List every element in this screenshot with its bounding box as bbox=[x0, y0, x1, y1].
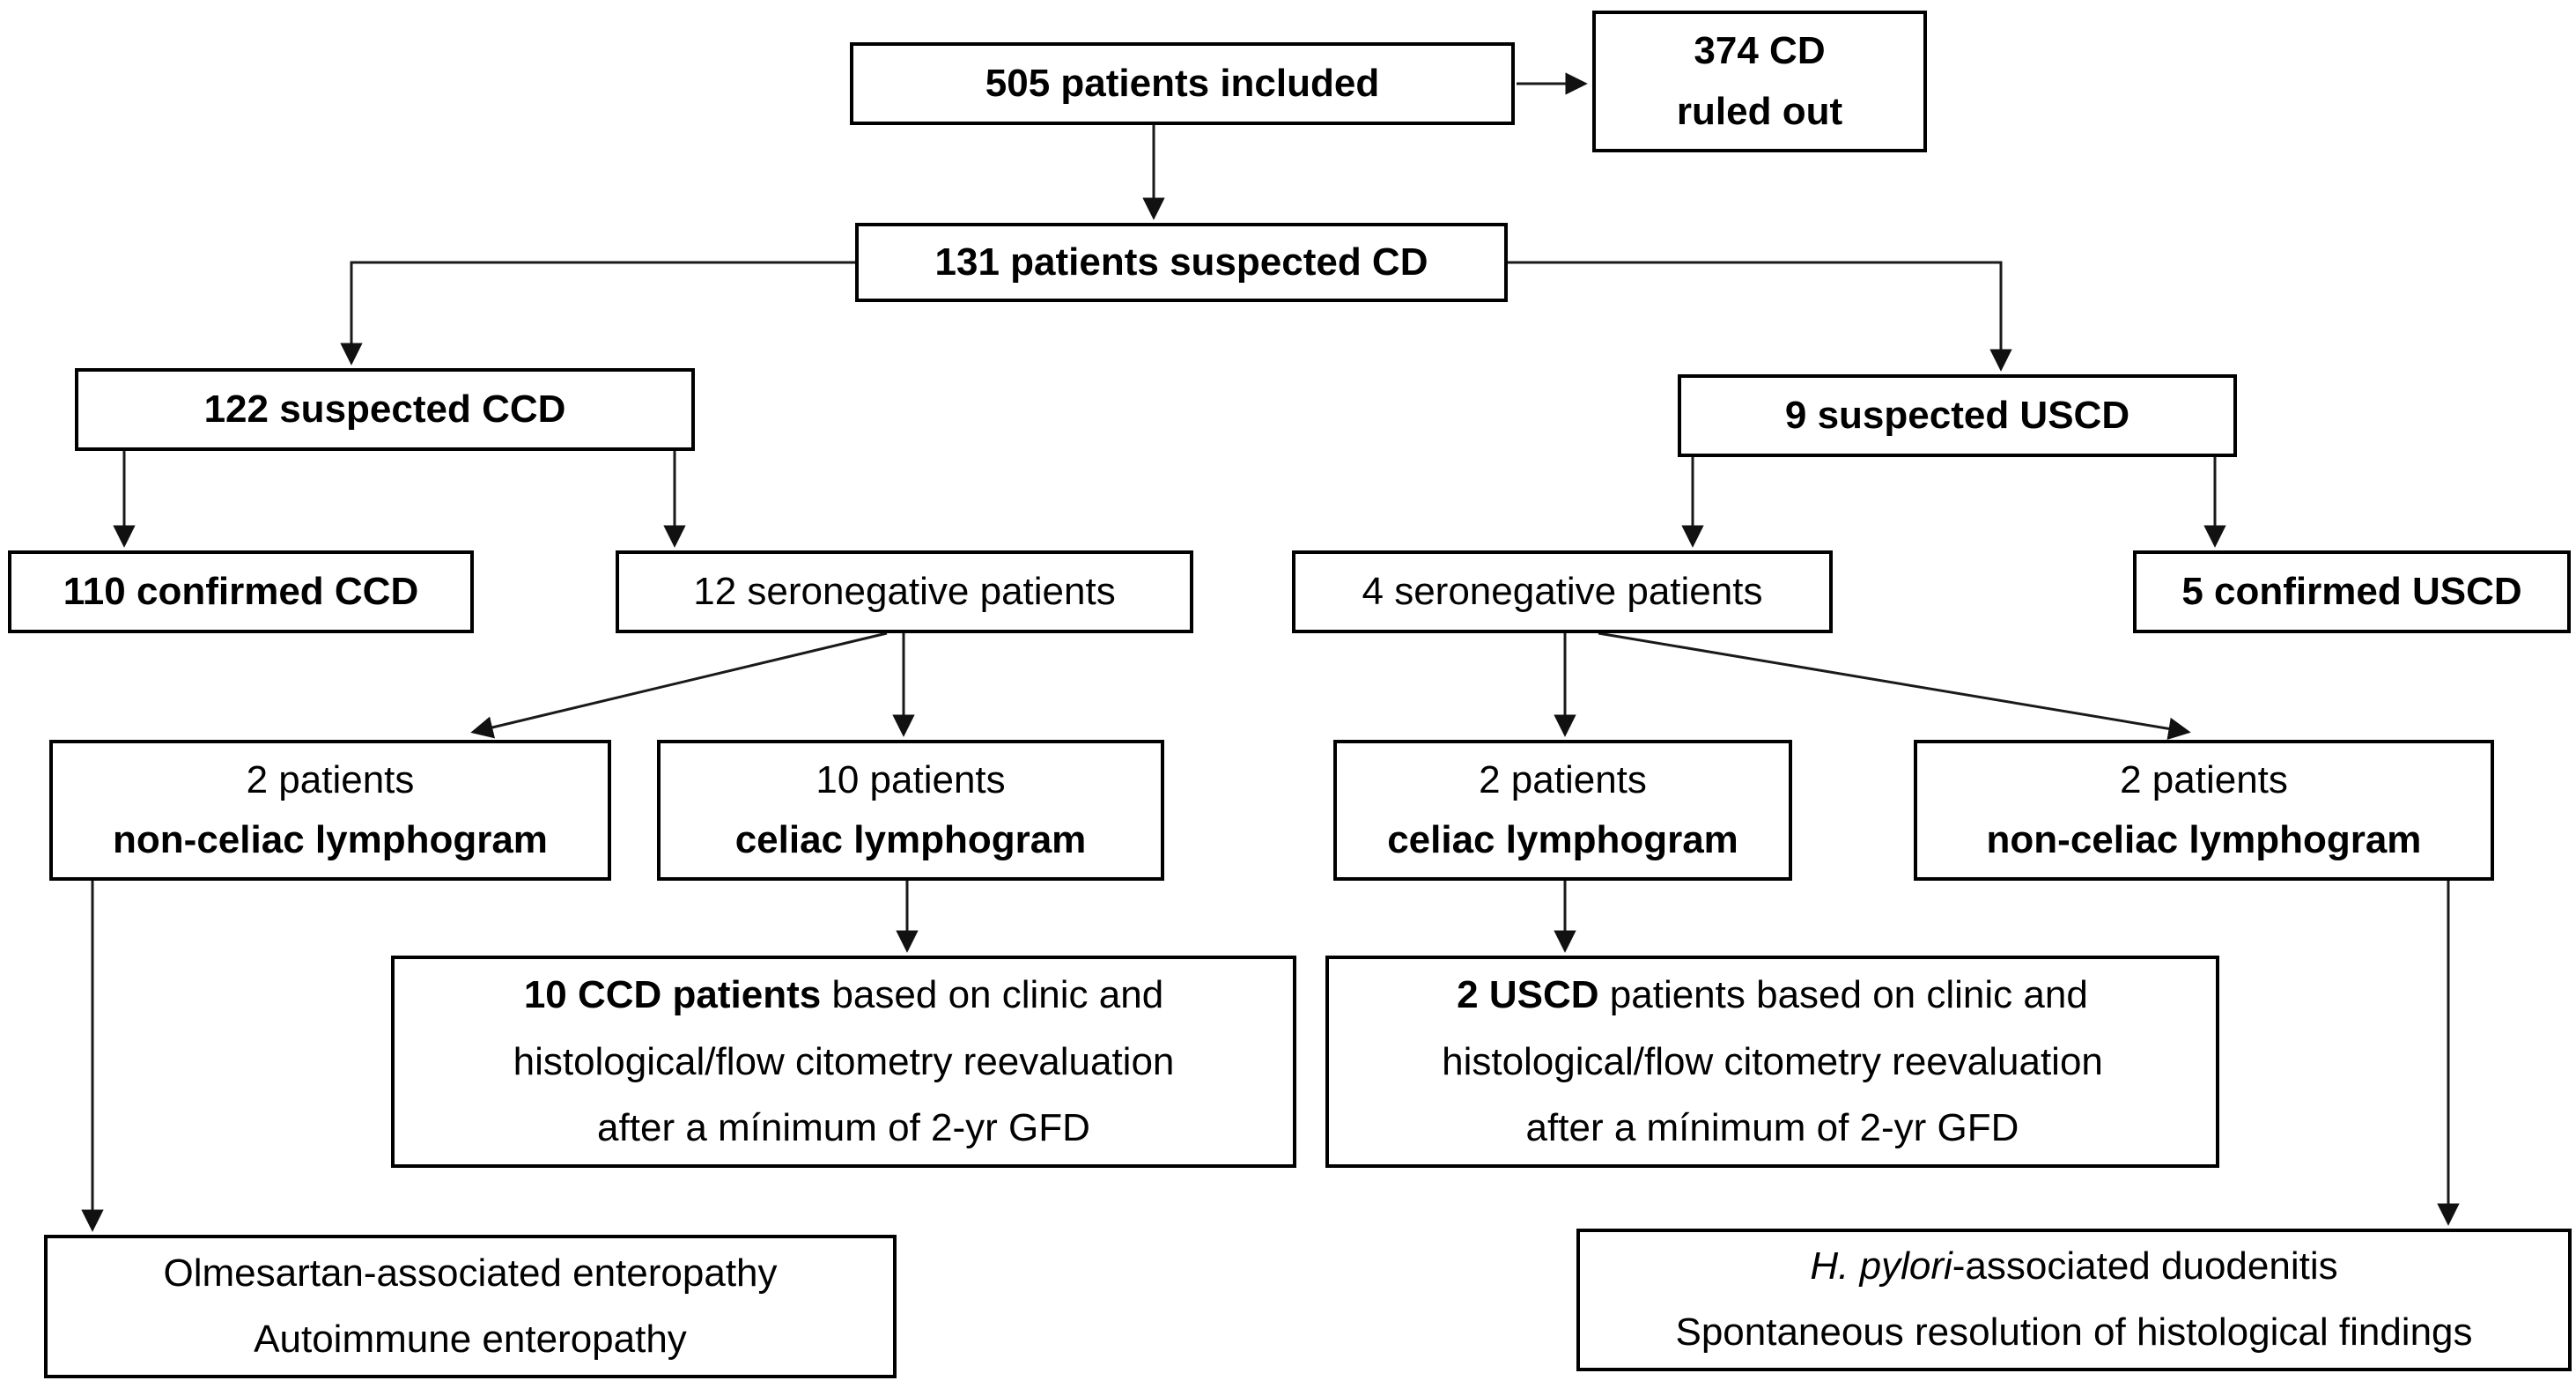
node-suspected-uscd-label: 9 suspected USCD bbox=[1784, 393, 2130, 437]
connector-seronegccd-to-nonceliacleft bbox=[470, 631, 888, 739]
node-ccd-reevaluation-line2: histological/flow citometry reevaluation bbox=[513, 1039, 1175, 1083]
node-cd-ruled-out-line2: ruled out bbox=[1676, 89, 1843, 133]
node-uscd-reevaluation: 2 USCD patients based on clinic and hist… bbox=[1325, 956, 2219, 1168]
node-patients-suspected-cd-label: 131 patients suspected CD bbox=[934, 240, 1428, 284]
node-suspected-ccd-label: 122 suspected CCD bbox=[203, 387, 566, 431]
node-confirmed-uscd: 5 confirmed USCD bbox=[2133, 550, 2571, 633]
node-celiac-lymphogram-left: 10 patients celiac lymphogram bbox=[657, 740, 1164, 881]
connector-suspectedcd-to-suspecteduscd bbox=[1508, 261, 2012, 372]
node-uscd-reevaluation-line1: 2 USCD patients based on clinic and bbox=[1457, 962, 2088, 1029]
node-nonceliac-lymphogram-left: 2 patients non-celiac lymphogram bbox=[49, 740, 611, 881]
node-hpylori-duodenitis-line1: H. pylori-associated duodenitis bbox=[1810, 1234, 2337, 1300]
node-olmesartan-enteropathy-line2: Autoimmune enteropathy bbox=[254, 1317, 687, 1361]
node-cd-ruled-out-line1: 374 CD bbox=[1694, 29, 1826, 73]
node-seronegative-ccd: 12 seronegative patients bbox=[616, 550, 1193, 633]
node-olmesartan-enteropathy-line1: Olmesartan-associated enteropathy bbox=[163, 1251, 778, 1295]
node-ccd-reevaluation-line1-rest: based on clinic and bbox=[821, 972, 1164, 1016]
node-celiac-lymphogram-right-line1: 2 patients bbox=[1479, 757, 1647, 801]
node-suspected-ccd: 122 suspected CCD bbox=[75, 368, 695, 451]
node-patients-included-label: 505 patients included bbox=[985, 61, 1380, 105]
node-olmesartan-enteropathy: Olmesartan-associated enteropathy Autoim… bbox=[44, 1235, 897, 1378]
node-uscd-reevaluation-bold: 2 USCD bbox=[1457, 972, 1599, 1016]
node-cd-ruled-out: 374 CD ruled out bbox=[1592, 11, 1927, 152]
node-seronegative-uscd: 4 seronegative patients bbox=[1292, 550, 1833, 633]
node-patients-suspected-cd: 131 patients suspected CD bbox=[855, 223, 1508, 302]
node-ccd-reevaluation-bold: 10 CCD patients bbox=[523, 972, 822, 1016]
node-uscd-reevaluation-line1-rest: patients based on clinic and bbox=[1598, 972, 2088, 1016]
node-hpylori-duodenitis: H. pylori-associated duodenitis Spontane… bbox=[1576, 1229, 2572, 1371]
node-suspected-uscd: 9 suspected USCD bbox=[1678, 374, 2237, 457]
node-confirmed-uscd-label: 5 confirmed USCD bbox=[2181, 569, 2522, 613]
node-uscd-reevaluation-line2: histological/flow citometry reevaluation bbox=[1442, 1039, 2103, 1083]
node-uscd-reevaluation-line3: after a mínimum of 2-yr GFD bbox=[1525, 1106, 2019, 1150]
node-confirmed-ccd: 110 confirmed CCD bbox=[8, 550, 474, 633]
node-confirmed-ccd-label: 110 confirmed CCD bbox=[63, 569, 419, 613]
node-hpylori-duodenitis-line1-rest: -associated duodenitis bbox=[1952, 1244, 2338, 1288]
node-hpylori-duodenitis-line2: Spontaneous resolution of histological f… bbox=[1675, 1310, 2473, 1354]
connector-suspectedcd-to-suspectedccd bbox=[340, 261, 855, 365]
node-celiac-lymphogram-left-line2: celiac lymphogram bbox=[734, 818, 1087, 861]
node-seronegative-ccd-label: 12 seronegative patients bbox=[693, 569, 1116, 613]
node-ccd-reevaluation-line1: 10 CCD patients based on clinic and bbox=[524, 962, 1163, 1029]
node-nonceliac-lymphogram-right-line1: 2 patients bbox=[2120, 757, 2288, 801]
node-ccd-reevaluation-line3: after a mínimum of 2-yr GFD bbox=[597, 1106, 1090, 1150]
node-nonceliac-lymphogram-left-line1: 2 patients bbox=[246, 757, 415, 801]
node-nonceliac-lymphogram-right-line2: non-celiac lymphogram bbox=[1986, 818, 2422, 861]
node-celiac-lymphogram-right: 2 patients celiac lymphogram bbox=[1333, 740, 1792, 881]
node-patients-included: 505 patients included bbox=[850, 42, 1515, 125]
node-hpylori-duodenitis-italic: H. pylori bbox=[1810, 1244, 1952, 1288]
node-nonceliac-lymphogram-left-line2: non-celiac lymphogram bbox=[113, 818, 548, 861]
connector-seroneguscd-to-nonceliacright bbox=[1598, 631, 2191, 740]
node-seronegative-uscd-label: 4 seronegative patients bbox=[1362, 569, 1763, 613]
node-nonceliac-lymphogram-right: 2 patients non-celiac lymphogram bbox=[1914, 740, 2494, 881]
node-celiac-lymphogram-right-line2: celiac lymphogram bbox=[1387, 818, 1738, 861]
node-ccd-reevaluation: 10 CCD patients based on clinic and hist… bbox=[391, 956, 1296, 1168]
node-celiac-lymphogram-left-line1: 10 patients bbox=[816, 757, 1006, 801]
